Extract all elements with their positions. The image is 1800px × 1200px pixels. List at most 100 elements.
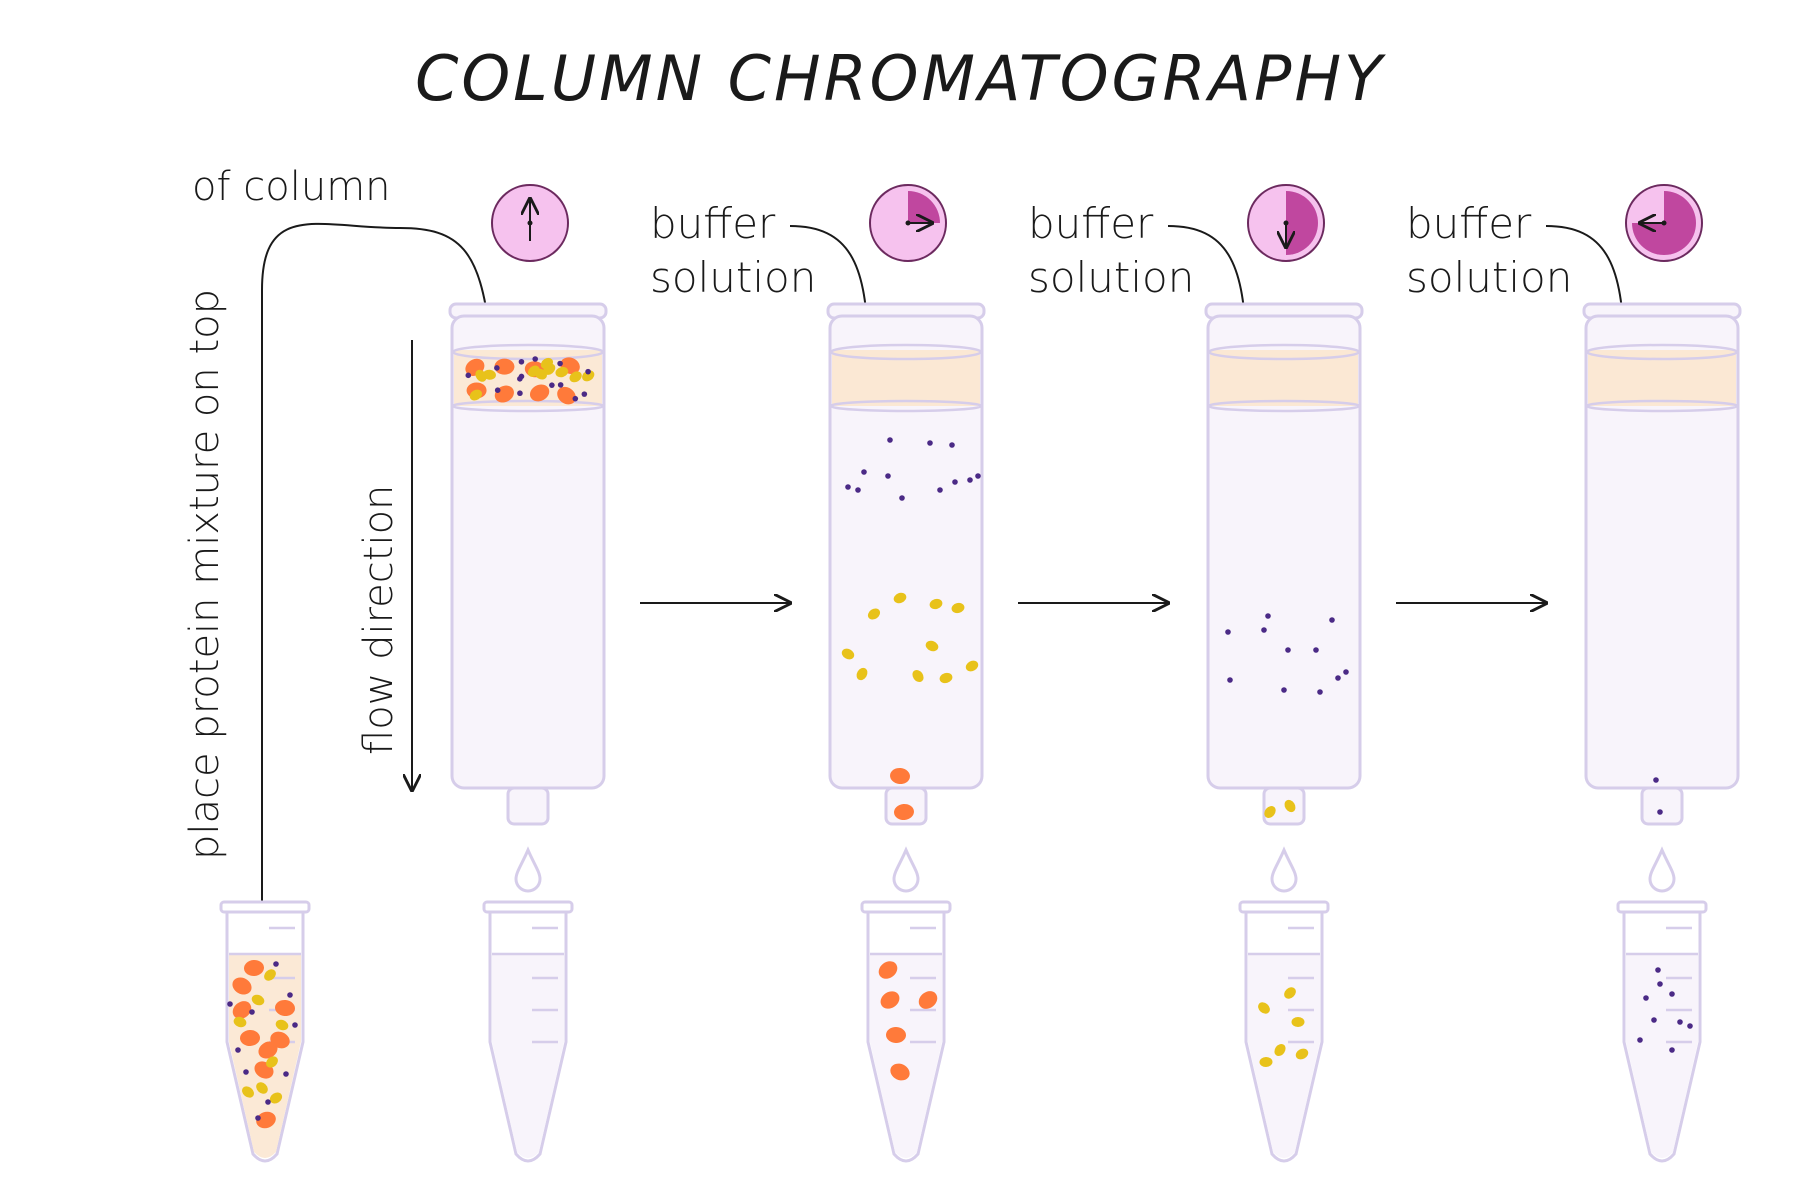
purple-protein xyxy=(273,961,279,967)
yellow-protein xyxy=(893,592,907,604)
yellow-protein xyxy=(1291,1016,1305,1028)
yellow-protein xyxy=(256,1082,268,1094)
tube-liquid xyxy=(492,954,564,1158)
collection-tube xyxy=(1616,900,1708,1163)
droplet-icon xyxy=(514,846,542,893)
purple-protein xyxy=(1227,677,1233,683)
svg-text:solution: solution xyxy=(1406,253,1572,302)
purple-protein xyxy=(1657,809,1663,815)
purple-protein xyxy=(855,487,861,493)
yellow-protein xyxy=(925,640,939,652)
yellow-protein xyxy=(242,1086,254,1098)
purple-protein xyxy=(549,382,555,388)
purple-protein xyxy=(1655,967,1661,973)
purple-protein xyxy=(975,473,981,479)
orange-protein xyxy=(557,386,576,405)
yellow-protein xyxy=(912,669,924,683)
droplet-icon xyxy=(1270,846,1298,893)
yellow-protein xyxy=(569,371,582,383)
purple-protein xyxy=(1285,647,1291,653)
purple-protein xyxy=(927,440,933,446)
yellow-protein xyxy=(1274,1043,1286,1057)
buffer-label-3: buffer solution xyxy=(1406,199,1572,302)
yellow-protein xyxy=(540,357,554,369)
purple-protein xyxy=(1687,1023,1693,1029)
orange-protein xyxy=(890,1063,910,1081)
purple-protein xyxy=(581,391,588,397)
buffer-label-2: buffer solution xyxy=(1028,199,1194,302)
page-title: COLUMN CHROMATOGRAPHY xyxy=(415,42,1386,115)
yellow-protein xyxy=(856,667,868,681)
purple-protein xyxy=(899,495,905,501)
yellow-protein xyxy=(482,369,496,380)
tube-liquid xyxy=(1248,954,1320,1158)
chromatography-column xyxy=(826,302,986,893)
collection-tube xyxy=(860,900,952,1163)
tube-liquid xyxy=(870,954,942,1158)
purple-protein xyxy=(952,479,958,485)
orange-protein xyxy=(894,803,914,821)
purple-protein xyxy=(1651,1017,1657,1023)
yellow-protein xyxy=(264,969,276,981)
stopwatch-icon xyxy=(1625,184,1703,262)
purple-protein xyxy=(585,368,591,375)
purple-protein xyxy=(861,469,867,475)
orange-protein xyxy=(258,1041,278,1059)
column-outlet xyxy=(1640,786,1684,826)
tube-liquid xyxy=(1626,954,1698,1158)
orange-protein xyxy=(529,384,550,402)
purple-protein xyxy=(1317,689,1323,695)
purple-protein xyxy=(243,1069,249,1075)
of-column-label: of column xyxy=(192,164,391,210)
purple-protein xyxy=(494,365,500,371)
purple-protein xyxy=(1225,629,1231,635)
purple-protein xyxy=(532,356,538,362)
purple-protein xyxy=(1281,687,1287,693)
chromatography-column xyxy=(1582,302,1742,893)
purple-protein xyxy=(845,484,851,490)
orange-protein xyxy=(232,1001,252,1019)
svg-text:buffer: buffer xyxy=(650,199,776,248)
purple-protein xyxy=(292,1022,298,1028)
yellow-protein xyxy=(233,1016,247,1028)
orange-protein xyxy=(244,959,264,977)
svg-text:buffer: buffer xyxy=(1028,199,1154,248)
orange-protein xyxy=(886,1026,906,1044)
purple-protein xyxy=(1669,1047,1675,1053)
purple-protein xyxy=(255,1115,261,1121)
purple-protein xyxy=(283,1071,289,1077)
orange-protein xyxy=(270,1031,290,1049)
svg-text:solution: solution xyxy=(1028,253,1194,302)
purple-protein xyxy=(518,373,525,380)
purple-protein xyxy=(1653,777,1659,783)
purple-protein xyxy=(1329,617,1335,623)
purple-protein xyxy=(249,1009,255,1015)
purple-protein xyxy=(517,390,523,397)
stopwatch-icon xyxy=(491,184,569,262)
purple-protein xyxy=(557,382,564,388)
yellow-protein xyxy=(965,660,979,672)
orange-protein xyxy=(240,1029,260,1047)
purple-protein xyxy=(235,1047,241,1053)
collection-tube xyxy=(1238,900,1330,1163)
purple-protein xyxy=(967,477,973,483)
orange-protein xyxy=(494,358,515,375)
purple-protein xyxy=(937,487,943,493)
yellow-protein xyxy=(534,368,547,380)
yellow-protein xyxy=(951,602,965,614)
flow-direction-label: flow direction xyxy=(356,485,402,755)
orange-protein xyxy=(232,977,252,995)
orange-protein xyxy=(256,1111,276,1129)
purple-protein xyxy=(887,437,893,443)
yellow-protein xyxy=(939,672,953,684)
yellow-protein xyxy=(251,994,265,1006)
purple-protein xyxy=(465,372,472,379)
stopwatch-icon xyxy=(1247,184,1325,262)
place-mixture-label: place protein mixture on top xyxy=(182,289,228,860)
yellow-protein xyxy=(555,366,569,378)
purple-protein xyxy=(1261,627,1267,633)
column-outlet xyxy=(506,786,550,826)
yellow-protein xyxy=(841,648,855,660)
purple-protein xyxy=(494,387,501,393)
